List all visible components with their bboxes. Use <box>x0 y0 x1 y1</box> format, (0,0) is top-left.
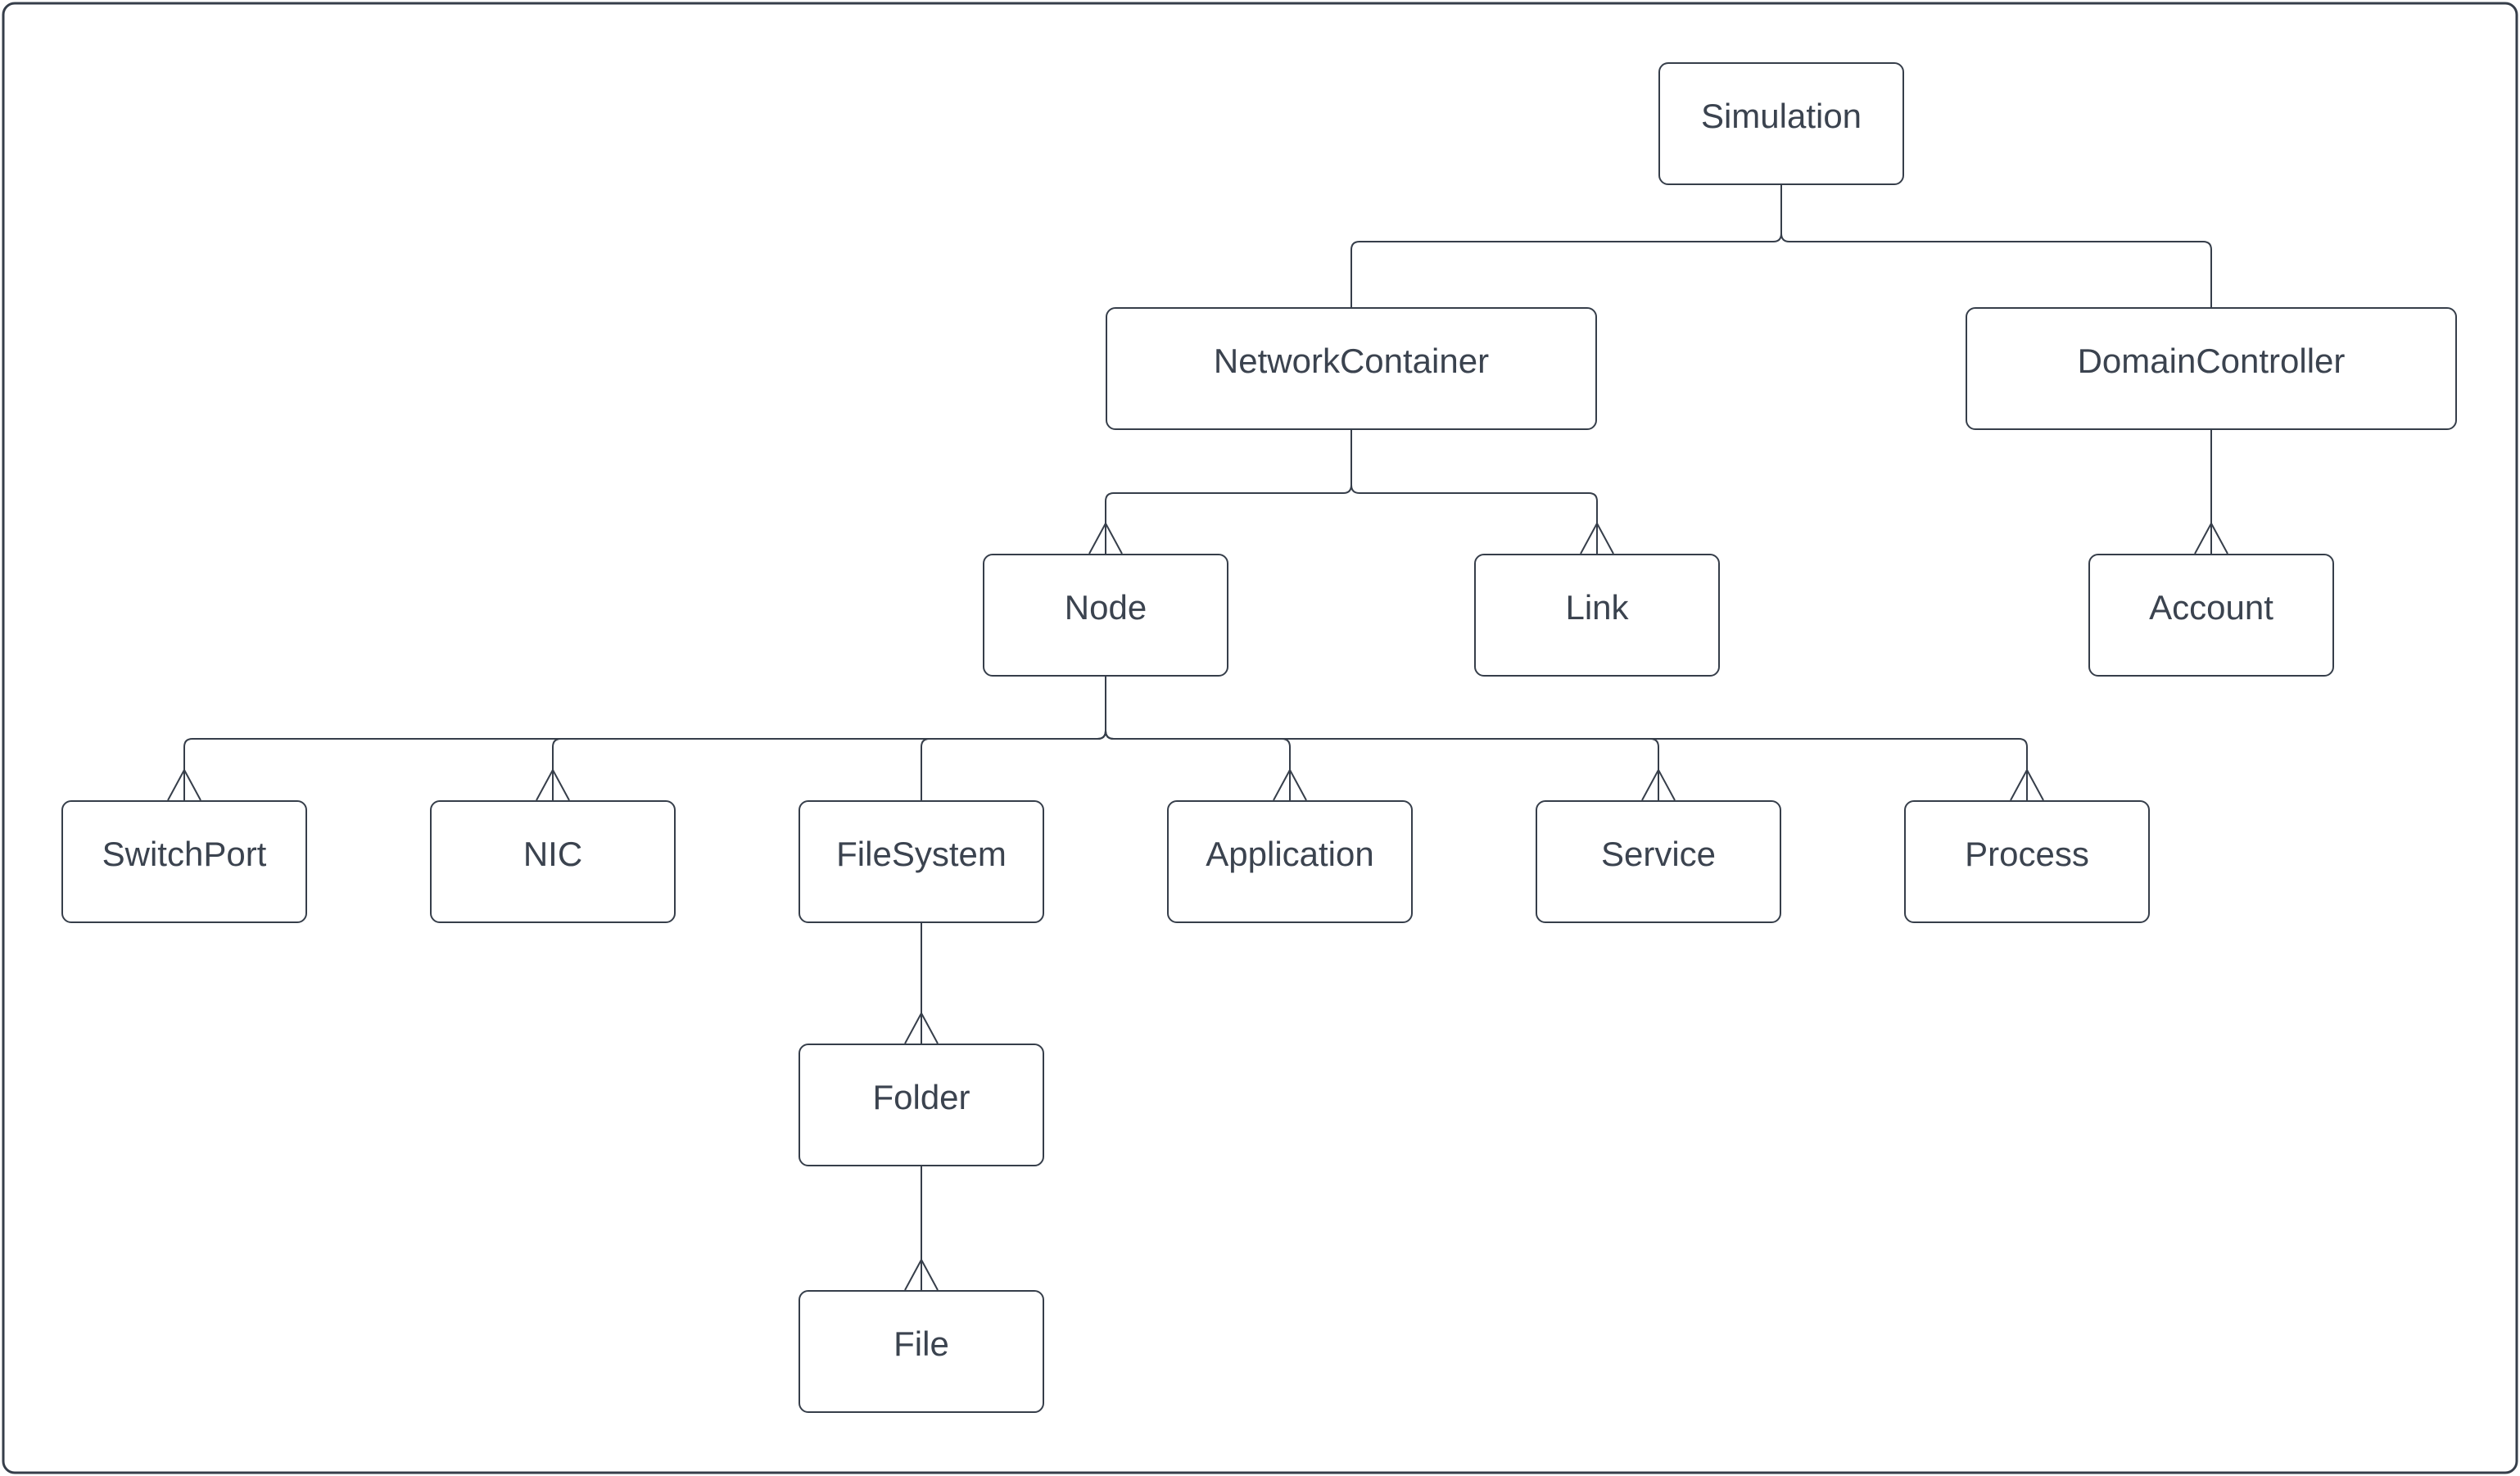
entity-box-nic[interactable]: NIC <box>430 800 676 923</box>
entity-box-node[interactable]: Node <box>983 554 1228 677</box>
entity-box-switch-port[interactable]: SwitchPort <box>61 800 307 923</box>
entity-label: File <box>894 1324 949 1363</box>
crow-foot-marker <box>1658 769 1676 801</box>
entity-label: DomainController <box>2077 342 2346 380</box>
entity-label: NIC <box>523 835 583 873</box>
entity-box-simulation[interactable]: Simulation <box>1658 62 1904 185</box>
entity-box-folder[interactable]: Folder <box>799 1044 1044 1166</box>
entity-label: SwitchPort <box>102 835 267 873</box>
entity-label: Simulation <box>1700 97 1862 135</box>
crow-foot-marker <box>2010 769 2028 801</box>
edge-node-to-file-system <box>921 677 1106 800</box>
entity-label: Link <box>1565 588 1629 627</box>
crow-foot-marker <box>2194 523 2212 555</box>
crow-foot-marker <box>167 769 185 801</box>
crow-foot-marker <box>1105 523 1123 555</box>
entity-box-service[interactable]: Service <box>1536 800 1781 923</box>
crow-foot-marker <box>1289 769 1307 801</box>
crow-foot-marker <box>1088 523 1106 555</box>
entity-label: Folder <box>872 1078 970 1116</box>
edge-simulation-to-domain-controller <box>1780 185 2212 307</box>
entity-label: Service <box>1600 835 1717 873</box>
entity-box-domain-controller[interactable]: DomainController <box>1966 307 2457 430</box>
crow-foot-marker <box>904 1259 922 1291</box>
entity-box-account[interactable]: Account <box>2088 554 2334 677</box>
crow-foot-marker <box>183 769 201 801</box>
entity-box-file[interactable]: File <box>799 1290 1044 1413</box>
crow-foot-marker <box>1273 769 1291 801</box>
crow-foot-marker <box>1596 523 1614 555</box>
edge-network-container-to-node <box>1105 430 1352 554</box>
entity-label: NetworkContainer <box>1213 342 1490 380</box>
entity-box-application[interactable]: Application <box>1167 800 1413 923</box>
entity-box-file-system[interactable]: FileSystem <box>799 800 1044 923</box>
crow-foot-marker <box>536 769 554 801</box>
edge-group <box>167 185 2228 1291</box>
crow-foot-marker <box>2210 523 2228 555</box>
entity-box-network-container[interactable]: NetworkContainer <box>1106 307 1597 430</box>
crow-foot-marker <box>921 1259 939 1291</box>
crow-foot-marker <box>1641 769 1659 801</box>
entity-label: FileSystem <box>836 835 1007 873</box>
edge-node-to-process <box>1105 677 2028 800</box>
crow-foot-marker <box>904 1012 922 1044</box>
edge-simulation-to-network-container <box>1350 185 1782 307</box>
edge-network-container-to-link <box>1350 430 1598 554</box>
entity-label: Process <box>1965 835 2089 873</box>
entity-box-process[interactable]: Process <box>1904 800 2150 923</box>
entity-label: Application <box>1206 835 1374 873</box>
crow-foot-marker <box>921 1012 939 1044</box>
crow-foot-marker <box>1580 523 1598 555</box>
entity-label: Node <box>1064 588 1147 627</box>
crow-foot-marker <box>2026 769 2044 801</box>
entity-box-link[interactable]: Link <box>1474 554 1720 677</box>
entity-label: Account <box>2149 588 2273 627</box>
crow-foot-marker <box>552 769 570 801</box>
